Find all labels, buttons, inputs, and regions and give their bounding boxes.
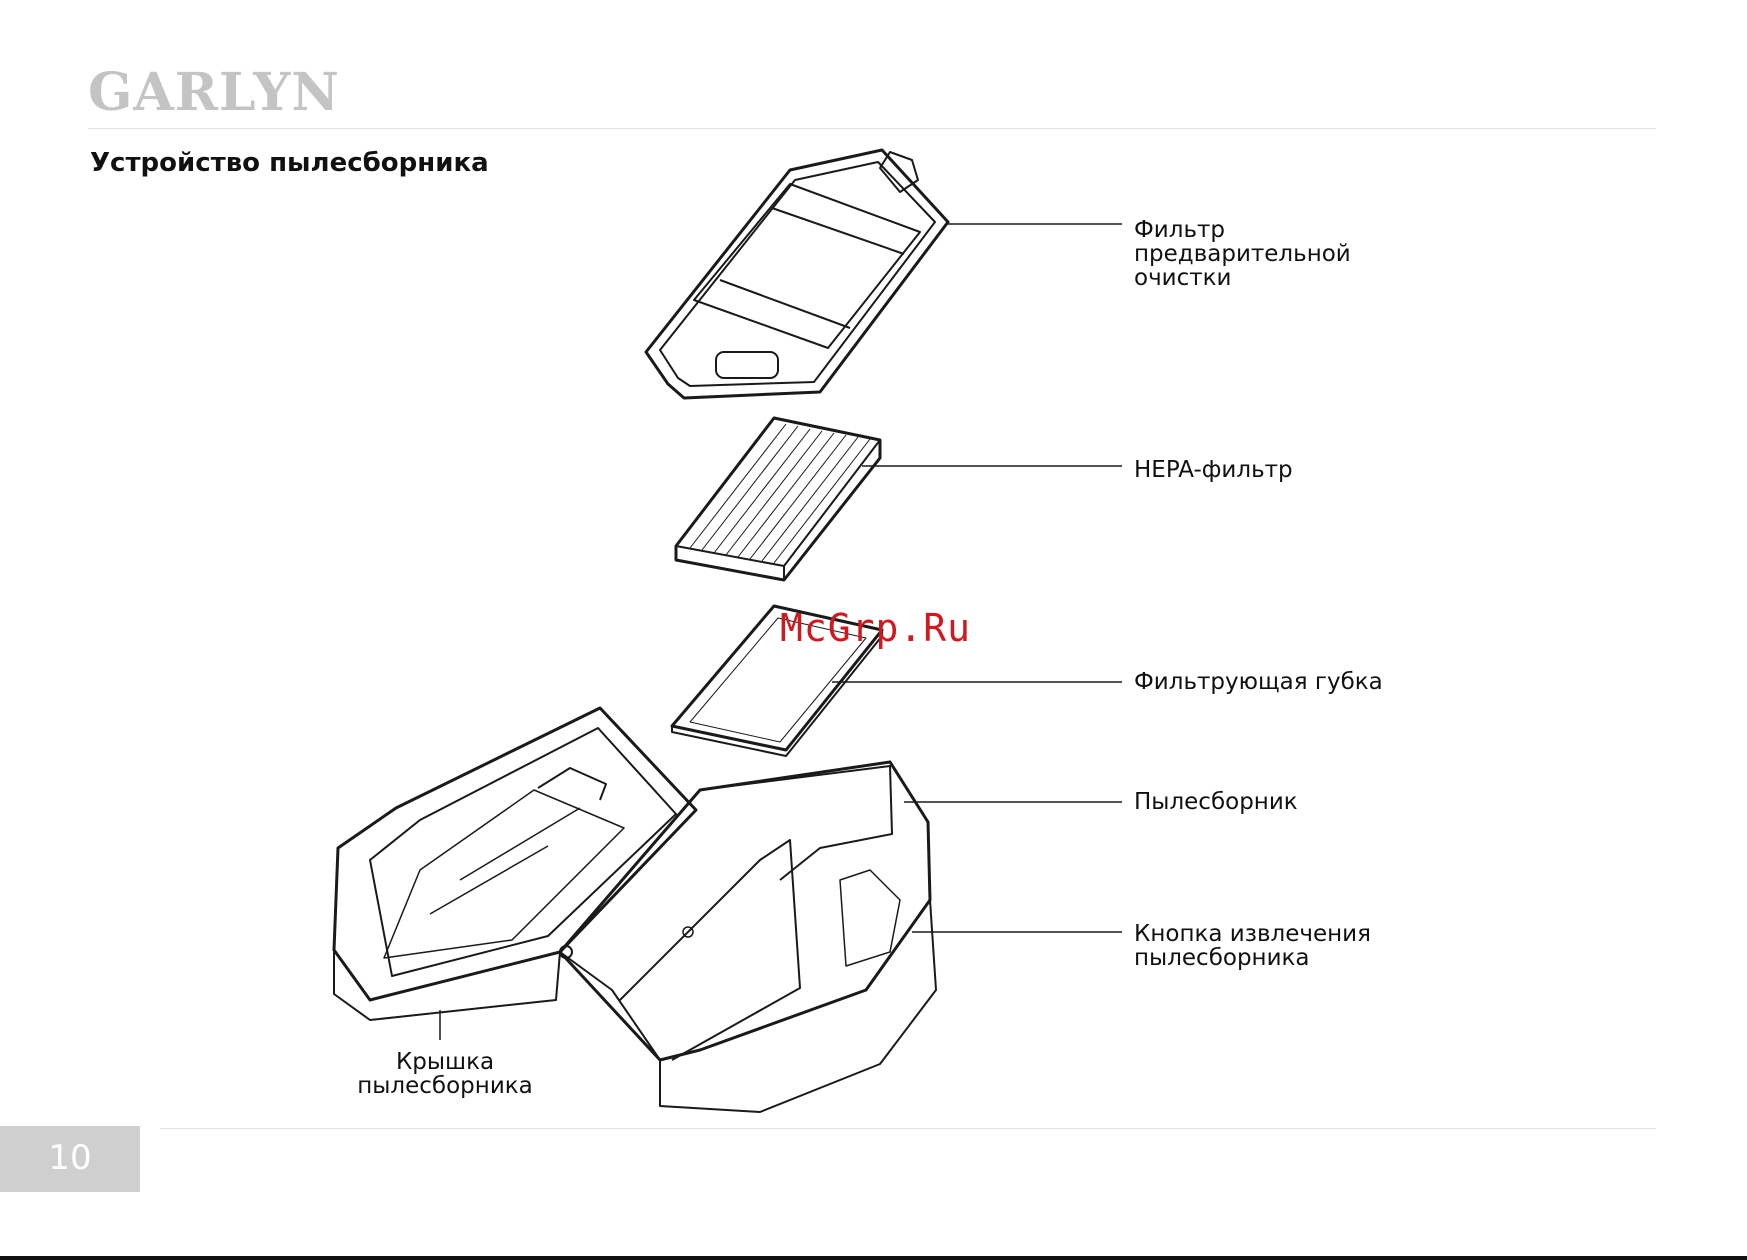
watermark: McGrp.Ru [780, 606, 971, 650]
dustbin-label: Пылесборник [1134, 790, 1298, 814]
hepa-label: HEPA-фильтр [1134, 458, 1293, 482]
release-button-label-line: пылесборника [1134, 946, 1371, 970]
prefilter-label-line: очистки [1134, 266, 1351, 290]
lid-illustration [334, 708, 696, 1020]
lid-label: Крышка пылесборника [340, 1050, 550, 1098]
sponge-label: Фильтрующая губка [1134, 670, 1383, 694]
prefilter-label-line: Фильтр [1134, 218, 1351, 242]
dustbin-illustration [560, 762, 936, 1112]
prefilter-label-line: предварительной [1134, 242, 1351, 266]
page-number: 10 [0, 1138, 140, 1178]
lid-label-line: Крышка [340, 1050, 550, 1074]
footer-divider [160, 1128, 1656, 1129]
prefilter-illustration [646, 150, 948, 398]
prefilter-label: Фильтр предварительной очистки [1134, 218, 1351, 290]
release-button-label: Кнопка извлечения пылесборника [1134, 922, 1371, 970]
release-button-label-line: Кнопка извлечения [1134, 922, 1371, 946]
bottom-edge [0, 1256, 1747, 1260]
hepa-illustration [676, 418, 880, 580]
lid-label-line: пылесборника [340, 1074, 550, 1098]
